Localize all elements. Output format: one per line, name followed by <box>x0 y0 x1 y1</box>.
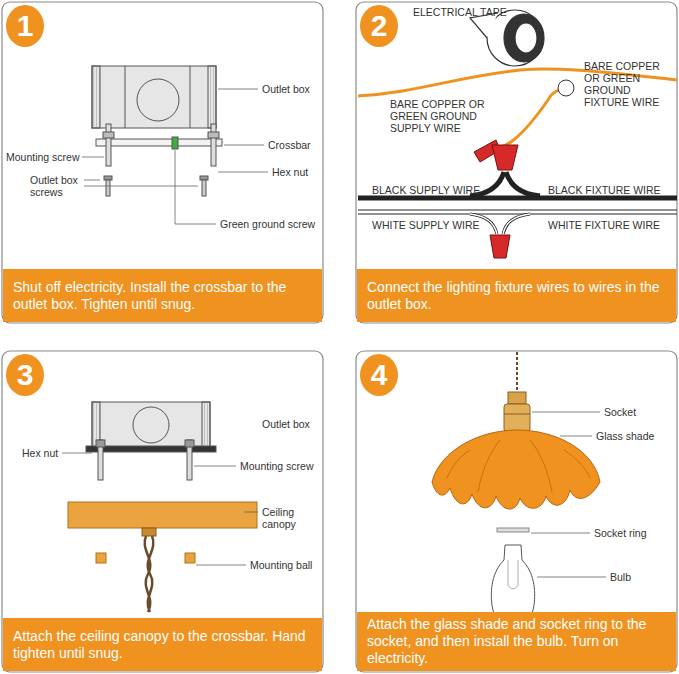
part-label: ELECTRICAL TAPE <box>413 6 523 18</box>
part-label: Hex nut <box>272 166 317 178</box>
step-number-circle: 4 <box>360 354 398 396</box>
instruction-text: Connect the lighting fixture wires to wi… <box>367 279 666 313</box>
part-label: BARE COPPER OR GREEN GROUND FIXTURE WIRE <box>584 60 662 108</box>
part-label: Mounting screw <box>240 460 320 472</box>
part-label: Outlet box screws <box>30 174 86 198</box>
part-label: WHITE FIXTURE WIRE <box>548 219 668 231</box>
part-label: Socket <box>604 406 664 418</box>
step-number: 4 <box>371 358 388 392</box>
instruction-band: Shut off electricity. Install the crossb… <box>3 269 322 322</box>
step-number: 1 <box>17 9 34 43</box>
part-label: Mounting screw <box>6 151 84 163</box>
part-label: Bulb <box>610 571 660 583</box>
part-label: WHITE SUPPLY WIRE <box>372 219 482 231</box>
step-number-circle: 1 <box>6 5 44 47</box>
instruction-text: Attach the glass shade and socket ring t… <box>367 616 666 667</box>
part-label: Mounting ball <box>250 559 320 571</box>
part-label: Socket ring <box>594 527 669 539</box>
part-label: Hex nut <box>22 447 67 459</box>
step-number: 3 <box>17 358 34 392</box>
step-number-circle: 3 <box>6 354 44 396</box>
instruction-band: Attach the ceiling canopy to the crossba… <box>3 618 322 671</box>
instruction-band: Connect the lighting fixture wires to wi… <box>357 269 676 322</box>
instruction-band: Attach the glass shade and socket ring t… <box>357 612 676 671</box>
step-number: 2 <box>371 9 388 43</box>
part-label: Crossbar <box>268 139 318 151</box>
step-number-circle: 2 <box>360 5 398 47</box>
part-label: Outlet box <box>262 83 322 95</box>
part-label: BLACK SUPPLY WIRE <box>372 184 482 196</box>
part-label: BLACK FIXTURE WIRE <box>548 184 668 196</box>
instruction-text: Attach the ceiling canopy to the crossba… <box>13 628 312 662</box>
part-label: Ceiling canopy <box>262 506 320 530</box>
part-label: Outlet box <box>262 418 322 430</box>
part-label: Green ground screw <box>220 218 320 230</box>
instruction-text: Shut off electricity. Install the crossb… <box>13 279 312 313</box>
part-label: Glass shade <box>596 430 671 442</box>
part-label: BARE COPPER OR GREEN GROUND SUPPLY WIRE <box>390 98 490 134</box>
